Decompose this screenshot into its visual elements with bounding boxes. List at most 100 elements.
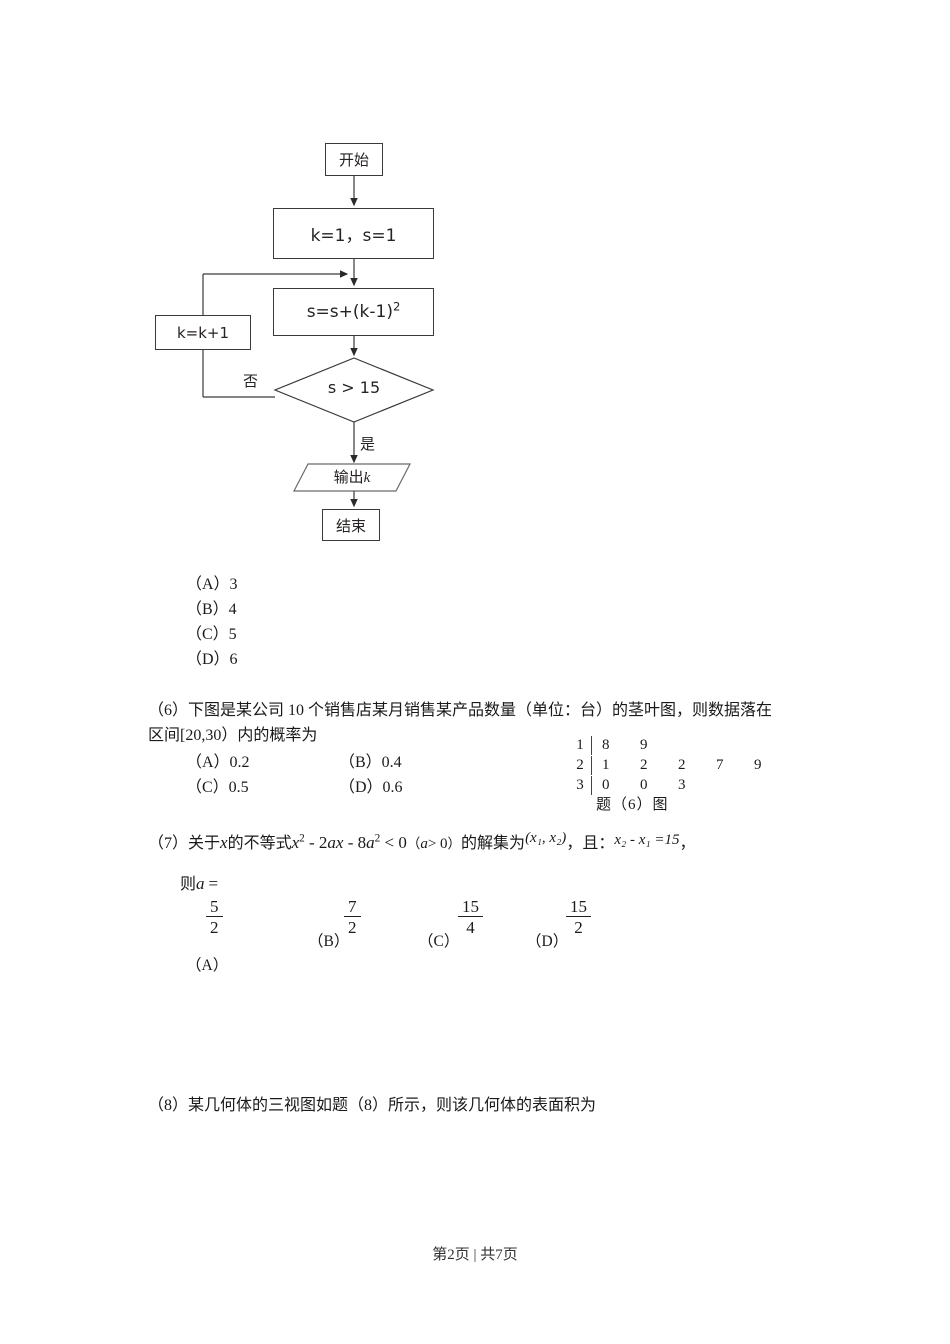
option-row[interactable]: （C）5: [186, 626, 237, 643]
option-a[interactable]: （A）0.2: [186, 754, 250, 771]
flowchart-init-label: k=1，s=1: [310, 226, 397, 246]
flowchart-end-label: 结束: [335, 516, 366, 535]
question-7-options: 5 2 （A） （B） 7 2 （C） 15 4 （D） 15 2: [186, 893, 886, 974]
option-row: （C）0.5 （D）0.6: [186, 775, 492, 800]
question-8-stem: （8）某几何体的三视图如题（8）所示，则该几何体的表面积为: [148, 1093, 828, 1118]
option-row[interactable]: （D）6: [186, 651, 238, 668]
leaf-value: 1: [602, 757, 610, 773]
ineq-exp-2: 2: [374, 832, 381, 845]
flowchart-output-label: 输出k: [296, 466, 408, 487]
fraction-denominator: 4: [458, 916, 483, 938]
question-7-difference-expression: x₂ - x₁ =15: [614, 832, 680, 848]
question-6-options: （A）0.2 （B）0.4 （C）0.5 （D）0.6: [186, 750, 492, 800]
flowchart-branch-no-label: 否: [243, 372, 259, 390]
fraction-denominator: 2: [206, 916, 223, 938]
question-7-trailing-comma: ，: [679, 835, 696, 852]
leaf-value: 9: [754, 757, 762, 773]
leaf-value: 2: [678, 757, 686, 773]
stem-value: 1: [576, 737, 584, 753]
stem-leaf-divider: [591, 775, 592, 795]
stem-leaf-divider: [591, 735, 592, 755]
fraction-15-2: 15 2: [566, 897, 591, 938]
fraction-numerator: 7: [348, 897, 357, 916]
flowchart-init-node: k=1，s=1: [273, 208, 434, 259]
question-8-line-1: （8）某几何体的三视图如题（8）所示，则该几何体的表面积为: [148, 1097, 597, 1114]
fraction-15-4: 15 4: [458, 897, 483, 938]
question-7-condition-rest: > 0: [427, 836, 448, 852]
leaf-value: 7: [716, 757, 724, 773]
question-7-then-a: a: [196, 874, 205, 893]
option-row[interactable]: （B）4: [186, 601, 237, 618]
flowchart-end-node: 结束: [322, 509, 380, 541]
option-b-label[interactable]: （B）: [308, 933, 350, 950]
question-7-condition-open: （: [406, 836, 421, 851]
ineq-ax: ax: [327, 833, 344, 852]
flowchart-connectors: [202, 176, 435, 508]
question-7-then-label: 则: [180, 876, 197, 893]
flowchart-output-text: 输出: [333, 468, 364, 486]
option-a-fraction[interactable]: 5 2: [206, 897, 223, 938]
option-d-label[interactable]: （D）: [526, 933, 569, 950]
question-7-line-1: （7）关于x的不等式x2 - 2ax - 8a2 < 0（a> 0）的解集为(x…: [148, 826, 828, 857]
page-footer: 第2页 | 共7页: [432, 1247, 518, 1263]
ineq-exp-1: 2: [299, 832, 305, 845]
flowchart-branch-yes-label: 是: [360, 435, 376, 453]
option-a-label[interactable]: （A）: [186, 957, 229, 974]
question-7-and-label: 且：: [582, 835, 615, 852]
stem-value: 3: [576, 777, 584, 793]
question-7-condition-close: ）: [447, 836, 462, 851]
question-7-mid-1: 的不等式: [227, 835, 292, 852]
ineq-less-than-zero: < 0: [384, 833, 407, 852]
flowchart-diagram: 开始 k=1，s=1 s=s+(k-1)2 k=k+1 s > 15 输出k 结…: [0, 0, 950, 560]
option-c[interactable]: （C）0.5: [186, 779, 249, 796]
fraction-7-2: 7 2: [344, 897, 361, 938]
flowchart-start-label: 开始: [338, 151, 369, 169]
flowchart-output-variable: k: [363, 470, 371, 486]
flowchart-start-node: 开始: [325, 143, 383, 176]
flowchart-assign-node: s=s+(k-1)2: [273, 288, 434, 336]
option-d-fraction[interactable]: 15 2: [566, 897, 591, 938]
ineq-a: a: [366, 833, 375, 852]
question-7-comma: ，: [566, 835, 583, 852]
ineq-minus-1: - 2: [308, 833, 328, 852]
option-b[interactable]: （B）0.4: [339, 754, 402, 771]
stem-and-leaf-plot: 1 8 9 2 1 2 2 7 9 3 0 0 3: [573, 735, 792, 795]
flowchart-assign-exponent: 2: [392, 299, 401, 314]
question-7-prefix: （7）关于: [148, 835, 221, 852]
leaf-value: 3: [678, 777, 686, 793]
question-7-stem: （7）关于x的不等式x2 - 2ax - 8a2 < 0（a> 0）的解集为(x…: [148, 826, 828, 897]
question-6-line-2: 区间[20,30）内的概率为: [148, 727, 318, 744]
question-7-mid-2: 的解集为: [461, 835, 526, 852]
leaf-value: 0: [602, 777, 610, 793]
option-d[interactable]: （D）0.6: [339, 779, 403, 796]
flowchart-increment-node: k=k+1: [155, 315, 251, 350]
option-row: （A）0.2 （B）0.4: [186, 750, 492, 775]
question-5-options: （A）3 （B）4 （C）5 （D）6: [186, 572, 238, 672]
leaf-value: 9: [640, 737, 648, 753]
fraction-denominator: 2: [344, 916, 361, 938]
option-c-label[interactable]: （C）: [418, 933, 460, 950]
question-7-variable-x: x: [220, 833, 228, 852]
stem-value: 2: [576, 757, 584, 773]
flowchart-assign-label: s=s+(k-1)2: [307, 299, 401, 322]
option-c-fraction[interactable]: 15 4: [458, 897, 483, 938]
option-b-fraction[interactable]: 7 2: [344, 897, 361, 938]
question-6-stem: （6）下图是某公司 10 个销售店某月销售某产品数量（单位：台）的茎叶图，则数据…: [148, 698, 828, 748]
question-7-then-equals: =: [208, 874, 219, 893]
stem-leaf-row: 2 1 2 2 7 9: [573, 755, 792, 775]
fraction-5-2: 5 2: [206, 897, 223, 938]
leaf-value: 8: [602, 737, 610, 753]
stem-leaf-divider: [591, 755, 592, 775]
ineq-x: x: [291, 833, 300, 852]
fraction-denominator: 2: [566, 916, 591, 938]
leaf-value: 2: [640, 757, 648, 773]
flowchart-decision-label: s > 15: [327, 378, 381, 397]
question-6-line-1: （6）下图是某公司 10 个销售店某月销售某产品数量（单位：台）的茎叶图，则数据…: [148, 702, 773, 719]
figure-caption-question-6: 题（6）图: [596, 797, 669, 813]
question-7-inequality: x2 - 2ax - 8a2 < 0: [292, 833, 407, 852]
option-row[interactable]: （A）3: [186, 576, 238, 593]
question-7-line-2: 则a =: [148, 871, 828, 897]
leaf-value: 0: [640, 777, 648, 793]
fraction-numerator: 15: [462, 897, 479, 916]
